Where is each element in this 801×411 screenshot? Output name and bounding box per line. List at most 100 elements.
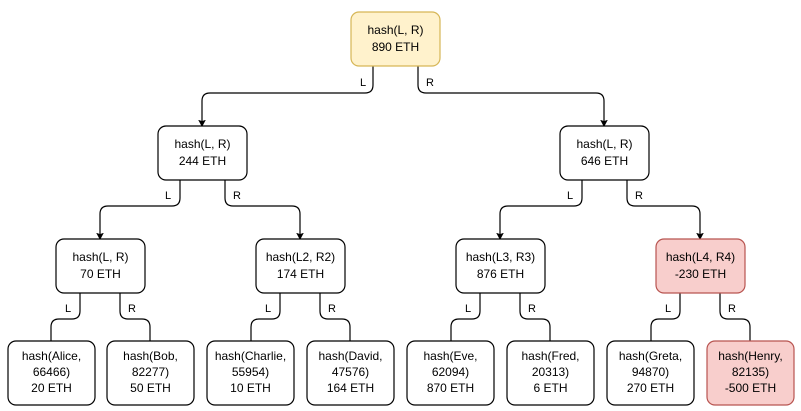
edge-label-l2-b-right: R	[328, 303, 336, 315]
node-l2-d[interactable]: hash(L4, R4) -230 ETH	[655, 238, 746, 294]
node-l2-b-box[interactable]	[255, 238, 346, 294]
node-leaf-alice-line1: hash(Alice,	[22, 349, 81, 363]
node-l2-a-line2: 70 ETH	[80, 267, 121, 281]
node-leaf-henry-line3: -500 ETH	[725, 381, 776, 395]
node-leaf-fred-line1: hash(Fred,	[521, 349, 579, 363]
node-leaf-david-line3: 164 ETH	[327, 381, 374, 395]
nodes-group: hash(L, R) 890 ETH hash(L, R) 244 ETH ha…	[7, 11, 795, 406]
edge-l1-left-to-l2-b	[224, 179, 304, 240]
node-root-box[interactable]	[350, 11, 441, 67]
node-leaf-david-line2: 47576)	[332, 365, 369, 379]
node-leaf-henry-box[interactable]	[706, 340, 795, 406]
node-l2-d-box[interactable]	[655, 238, 746, 294]
edge-label-l2-b-left: L	[265, 303, 271, 315]
node-leaf-eve[interactable]: hash(Eve, 62094) 870 ETH	[406, 340, 495, 406]
node-leaf-greta-line3: 270 ETH	[627, 381, 674, 395]
node-leaf-charlie-line3: 10 ETH	[230, 381, 271, 395]
node-leaf-eve-box[interactable]	[406, 340, 495, 406]
edge-label-l1-right-right: R	[635, 190, 643, 202]
node-leaf-henry-line2: 82135)	[732, 365, 769, 379]
node-l1-left-box[interactable]	[157, 125, 248, 181]
node-l2-c-line2: 876 ETH	[477, 267, 524, 281]
node-l2-c-box[interactable]	[455, 238, 546, 294]
node-l2-b[interactable]: hash(L2, R2) 174 ETH	[255, 238, 346, 294]
node-leaf-alice-box[interactable]	[7, 340, 96, 406]
node-leaf-charlie-line1: hash(Charlie,	[215, 349, 286, 363]
node-l2-a-line1: hash(L, R)	[72, 250, 128, 264]
node-leaf-fred[interactable]: hash(Fred, 20313) 6 ETH	[506, 340, 595, 406]
node-l2-a-box[interactable]	[55, 238, 146, 294]
edge-label-root-left: L	[360, 77, 366, 89]
node-leaf-david[interactable]: hash(David, 47576) 164 ETH	[306, 340, 395, 406]
edges-group	[47, 66, 754, 353]
edge-label-l1-right-left: L	[567, 190, 573, 202]
node-leaf-alice-line3: 20 ETH	[31, 381, 72, 395]
node-leaf-henry-line1: hash(Henry,	[718, 349, 782, 363]
node-l1-right-line1: hash(L, R)	[576, 137, 632, 151]
node-l2-a[interactable]: hash(L, R) 70 ETH	[55, 238, 146, 294]
edge-l2-c-to-leaf-fred	[519, 292, 554, 353]
edge-l2-d-to-leaf-henry	[719, 292, 754, 353]
node-leaf-fred-line2: 20313)	[532, 365, 569, 379]
node-l1-left-line2: 244 ETH	[179, 154, 226, 168]
node-leaf-charlie-line2: 55954)	[232, 365, 269, 379]
node-leaf-david-line1: hash(David,	[318, 349, 382, 363]
node-leaf-charlie-box[interactable]	[206, 340, 295, 406]
node-leaf-fred-box[interactable]	[506, 340, 595, 406]
node-leaf-alice-line2: 66466)	[33, 365, 70, 379]
node-l2-b-line1: hash(L2, R2)	[266, 250, 335, 264]
edge-label-l1-left-left: L	[165, 190, 171, 202]
node-leaf-eve-line3: 870 ETH	[427, 381, 474, 395]
edge-label-root-right: R	[426, 77, 434, 89]
node-l2-d-line1: hash(L4, R4)	[666, 250, 735, 264]
edge-l1-right-to-l2-c	[496, 179, 583, 240]
node-leaf-greta-box[interactable]	[606, 340, 695, 406]
node-leaf-greta[interactable]: hash(Greta, 94870) 270 ETH	[606, 340, 695, 406]
node-leaf-bob-line3: 50 ETH	[130, 381, 171, 395]
edge-label-l2-a-right: R	[128, 303, 136, 315]
edge-label-l1-left-right: R	[233, 190, 241, 202]
edge-label-l2-d-right: R	[728, 303, 736, 315]
node-leaf-bob-line1: hash(Bob,	[123, 349, 178, 363]
edge-l1-left-to-l2-a	[96, 179, 181, 240]
node-l1-right[interactable]: hash(L, R) 646 ETH	[559, 125, 650, 181]
node-l2-b-line2: 174 ETH	[277, 267, 324, 281]
node-leaf-eve-line1: hash(Eve,	[423, 349, 477, 363]
node-leaf-charlie[interactable]: hash(Charlie, 55954) 10 ETH	[206, 340, 295, 406]
node-leaf-fred-line3: 6 ETH	[533, 381, 567, 395]
node-leaf-bob-line2: 82277)	[132, 365, 169, 379]
node-l2-c[interactable]: hash(L3, R3) 876 ETH	[455, 238, 546, 294]
edge-l2-c-to-leaf-eve	[447, 292, 481, 353]
edge-l2-b-to-leaf-david	[319, 292, 354, 353]
edge-l2-a-to-leaf-alice	[47, 292, 81, 353]
edge-l1-right-to-l2-d	[626, 179, 704, 240]
node-leaf-henry[interactable]: hash(Henry, 82135) -500 ETH	[706, 340, 795, 406]
edge-label-l2-a-left: L	[65, 303, 71, 315]
edge-l2-a-to-leaf-bob	[119, 292, 154, 353]
node-leaf-eve-line2: 62094)	[432, 365, 469, 379]
edge-label-l2-c-left: L	[465, 303, 471, 315]
node-l2-d-line2: -230 ETH	[675, 267, 726, 281]
node-l1-left-line1: hash(L, R)	[174, 137, 230, 151]
node-leaf-david-box[interactable]	[306, 340, 395, 406]
node-l2-c-line1: hash(L3, R3)	[466, 250, 535, 264]
node-leaf-greta-line2: 94870)	[632, 365, 669, 379]
edge-root-to-l1-left	[198, 66, 374, 127]
edge-root-to-l1-right	[417, 66, 608, 127]
edge-labels-group: L R L R L R L R L R L R L R	[65, 77, 736, 315]
node-leaf-greta-line1: hash(Greta,	[619, 349, 682, 363]
edge-l2-d-to-leaf-greta	[647, 292, 681, 353]
edge-label-l2-d-left: L	[665, 303, 671, 315]
node-l1-right-line2: 646 ETH	[581, 154, 628, 168]
node-leaf-alice[interactable]: hash(Alice, 66466) 20 ETH	[7, 340, 96, 406]
node-root-line2: 890 ETH	[372, 40, 419, 54]
node-l1-left[interactable]: hash(L, R) 244 ETH	[157, 125, 248, 181]
edge-l2-b-to-leaf-charlie	[247, 292, 281, 353]
node-leaf-bob-box[interactable]	[106, 340, 195, 406]
node-leaf-bob[interactable]: hash(Bob, 82277) 50 ETH	[106, 340, 195, 406]
node-root-line1: hash(L, R)	[367, 23, 423, 37]
node-l1-right-box[interactable]	[559, 125, 650, 181]
node-root[interactable]: hash(L, R) 890 ETH	[350, 11, 441, 67]
